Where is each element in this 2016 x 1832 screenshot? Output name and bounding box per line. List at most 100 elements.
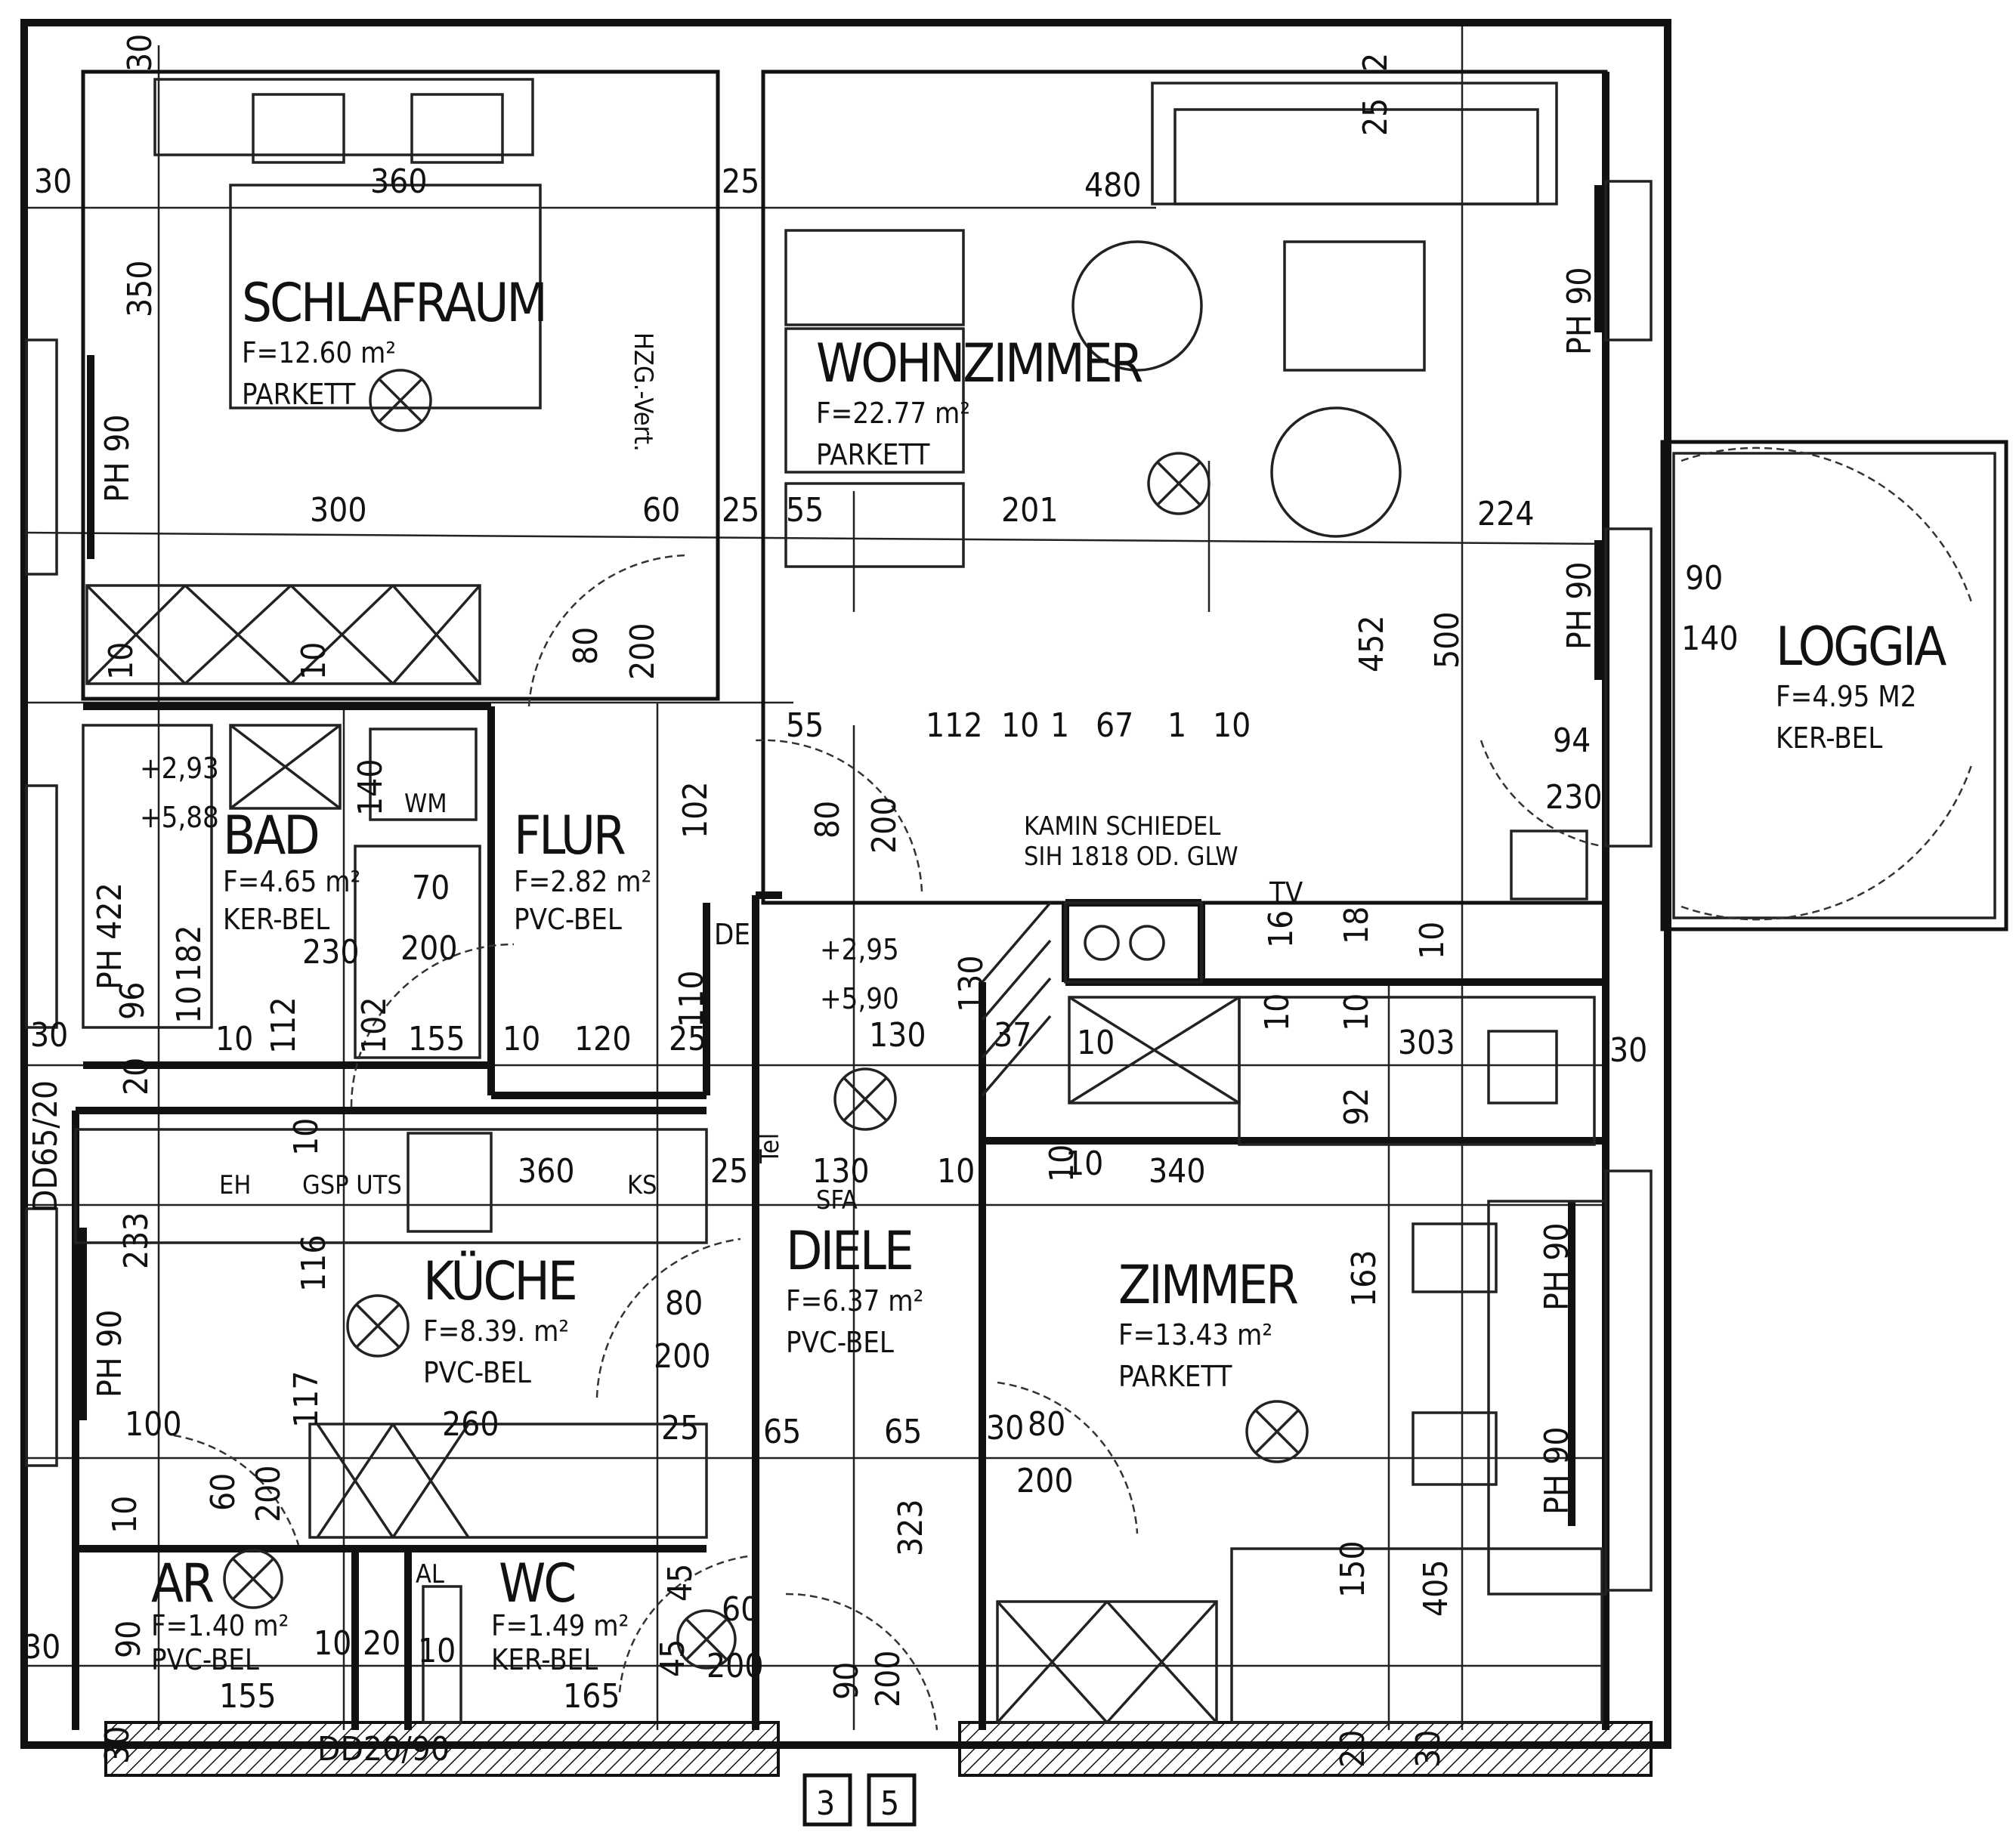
- room-floor: KER-BEL: [491, 1643, 598, 1676]
- svg-text:96: 96: [113, 982, 152, 1020]
- note-al: AL: [416, 1559, 444, 1589]
- svg-text:25: 25: [669, 1020, 707, 1058]
- note-hzg: HZG.-Vert.: [628, 332, 658, 452]
- room-loggia: LOGGIA F=4.95 M2 KER-BEL: [1776, 616, 1949, 755]
- svg-text:163: 163: [1345, 1250, 1384, 1307]
- room-name: AR: [151, 1552, 213, 1614]
- svg-text:90: 90: [110, 1620, 148, 1658]
- light-kueche-icon: [346, 1294, 410, 1358]
- svg-text:150: 150: [1334, 1540, 1372, 1598]
- svg-text:10: 10: [418, 1632, 456, 1670]
- svg-text:230: 230: [302, 933, 360, 972]
- room-flur: FLUR F=2.82 m² PVC-BEL: [514, 805, 651, 936]
- axis-lines: [22, 23, 1610, 1730]
- svg-text:10: 10: [1337, 993, 1376, 1031]
- svg-text:452: 452: [1353, 615, 1391, 672]
- svg-text:405: 405: [1417, 1559, 1455, 1617]
- svg-text:65: 65: [763, 1413, 801, 1451]
- note-gsp: GSP UTS: [302, 1170, 402, 1200]
- room-floor: KER-BEL: [1776, 721, 1882, 755]
- stair-box-1: [802, 1773, 852, 1827]
- svg-text:10: 10: [102, 642, 141, 680]
- south-wall-hatch-right: [958, 1721, 1653, 1777]
- svg-text:20: 20: [1334, 1730, 1372, 1768]
- svg-text:110: 110: [673, 970, 711, 1027]
- svg-text:300: 300: [310, 491, 367, 530]
- svg-text:PH 90: PH 90: [1538, 1222, 1576, 1311]
- svg-text:10: 10: [1001, 706, 1039, 745]
- svg-text:200: 200: [707, 1647, 764, 1685]
- svg-text:260: 260: [442, 1405, 499, 1444]
- svg-text:55: 55: [786, 706, 824, 745]
- light-zimmer-icon: [1245, 1400, 1309, 1463]
- svg-text:30: 30: [98, 1726, 137, 1764]
- svg-text:18: 18: [1337, 907, 1376, 944]
- dimensions: 30 30 360 25 480 25 2 350 PH 90 PH 90 PH…: [23, 34, 1739, 1768]
- room-floor: PARKETT: [242, 378, 356, 411]
- svg-text:155: 155: [408, 1020, 465, 1058]
- svg-text:70: 70: [412, 869, 450, 907]
- room-floor: KER-BEL: [223, 903, 329, 936]
- level-bad-1: +2,93: [140, 752, 219, 785]
- svg-text:30: 30: [34, 162, 72, 201]
- svg-text:30: 30: [30, 1016, 68, 1055]
- room-floor: PVC-BEL: [786, 1326, 894, 1359]
- svg-text:10: 10: [1213, 706, 1251, 745]
- note-dd-left: DD65/20: [26, 1080, 65, 1213]
- room-name: LOGGIA: [1776, 616, 1946, 678]
- svg-text:80: 80: [567, 627, 605, 665]
- svg-text:80: 80: [665, 1284, 703, 1323]
- light-diele-icon: [833, 1067, 897, 1131]
- svg-text:480: 480: [1084, 166, 1142, 205]
- svg-text:10: 10: [1077, 1024, 1115, 1062]
- svg-text:112: 112: [926, 706, 983, 745]
- svg-text:200: 200: [623, 623, 662, 680]
- svg-text:PH 90: PH 90: [1538, 1426, 1576, 1515]
- svg-text:2: 2: [1356, 53, 1395, 72]
- room-name: WC: [499, 1552, 574, 1614]
- room-area: F=13.43 m²: [1118, 1318, 1272, 1352]
- svg-text:10: 10: [937, 1152, 975, 1191]
- svg-text:80: 80: [1028, 1405, 1065, 1444]
- svg-text:PH 422: PH 422: [91, 882, 129, 990]
- note-wm: WM: [404, 789, 447, 819]
- svg-text:80: 80: [809, 801, 847, 839]
- note-kamin-1: KAMIN SCHIEDEL: [1024, 811, 1220, 842]
- svg-text:165: 165: [563, 1677, 620, 1716]
- svg-text:303: 303: [1398, 1024, 1455, 1062]
- room-area: F=22.77 m²: [816, 397, 970, 430]
- svg-text:30: 30: [1409, 1730, 1448, 1768]
- note-kamin-2: SIH 1818 OD. GLW: [1024, 842, 1238, 872]
- svg-text:350: 350: [121, 260, 159, 317]
- svg-text:20: 20: [117, 1058, 156, 1095]
- svg-text:200: 200: [865, 796, 904, 854]
- svg-text:360: 360: [370, 162, 428, 201]
- svg-text:112: 112: [264, 996, 303, 1054]
- svg-text:323: 323: [892, 1499, 930, 1556]
- level-diele-1: +2,95: [820, 933, 899, 966]
- room-name: DIELE: [786, 1220, 912, 1282]
- note-dd-bottom: DD20/90: [317, 1730, 450, 1769]
- room-floor: PARKETT: [816, 438, 930, 471]
- svg-text:25: 25: [722, 162, 759, 201]
- svg-text:10: 10: [1413, 922, 1452, 959]
- svg-text:55: 55: [786, 491, 824, 530]
- svg-text:60: 60: [722, 1590, 759, 1629]
- room-area: F=1.40 m²: [151, 1609, 289, 1642]
- svg-text:90: 90: [827, 1662, 866, 1700]
- svg-text:102: 102: [676, 781, 715, 839]
- svg-text:10: 10: [502, 1020, 540, 1058]
- svg-text:10: 10: [106, 1496, 144, 1534]
- svg-text:25: 25: [1356, 98, 1395, 136]
- room-ar: AR F=1.40 m² PVC-BEL: [151, 1552, 289, 1676]
- room-floor: PARKETT: [1118, 1360, 1232, 1393]
- svg-text:90: 90: [1685, 559, 1723, 598]
- light-fixtures: [223, 369, 1309, 1670]
- svg-text:30: 30: [121, 34, 159, 72]
- svg-text:30: 30: [1609, 1031, 1647, 1070]
- svg-text:10: 10: [287, 1118, 326, 1156]
- svg-text:230: 230: [1545, 778, 1603, 817]
- room-name: BAD: [223, 805, 318, 867]
- svg-text:116: 116: [295, 1234, 333, 1292]
